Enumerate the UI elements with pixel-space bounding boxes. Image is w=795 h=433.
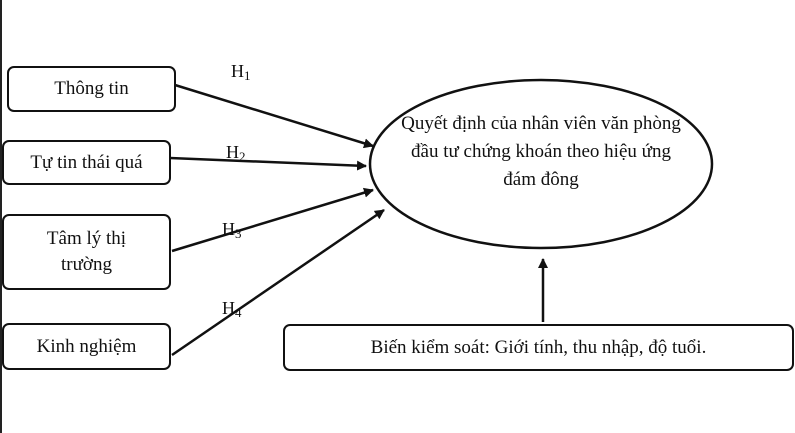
arrow-h3 (171, 187, 374, 253)
node-label: Tự tin thái quá (30, 151, 143, 173)
hypothesis-h1: H1 (231, 61, 251, 83)
node-label: Thông tin (54, 78, 129, 100)
left-border-line (0, 0, 2, 433)
arrow-h2 (169, 156, 367, 171)
node-kinh-nghiem: Kinh nghiệm (2, 323, 171, 370)
outcome-ellipse (368, 78, 714, 250)
node-tu-tin-thai-qua: Tự tin thái quá (2, 140, 171, 185)
arrow-h1 (174, 83, 374, 149)
node-tam-ly-thi-truong: Tâm lý thị trường (2, 214, 171, 290)
arrow-h4 (171, 208, 385, 357)
node-thong-tin: Thông tin (7, 66, 176, 112)
outcome-label: Quyết định của nhân viên văn phòng đầu t… (401, 113, 681, 190)
node-label: Tâm lý thị trường (46, 228, 127, 275)
control-label: Biến kiểm soát: Giới tính, thu nhập, độ … (370, 336, 707, 358)
hypothesis-h3: H3 (222, 219, 242, 241)
node-label: Kinh nghiệm (36, 335, 137, 357)
control-variables-box: Biến kiểm soát: Giới tính, thu nhập, độ … (283, 324, 794, 371)
hypothesis-h2: H2 (226, 142, 246, 164)
hypothesis-h4: H4 (222, 298, 242, 320)
